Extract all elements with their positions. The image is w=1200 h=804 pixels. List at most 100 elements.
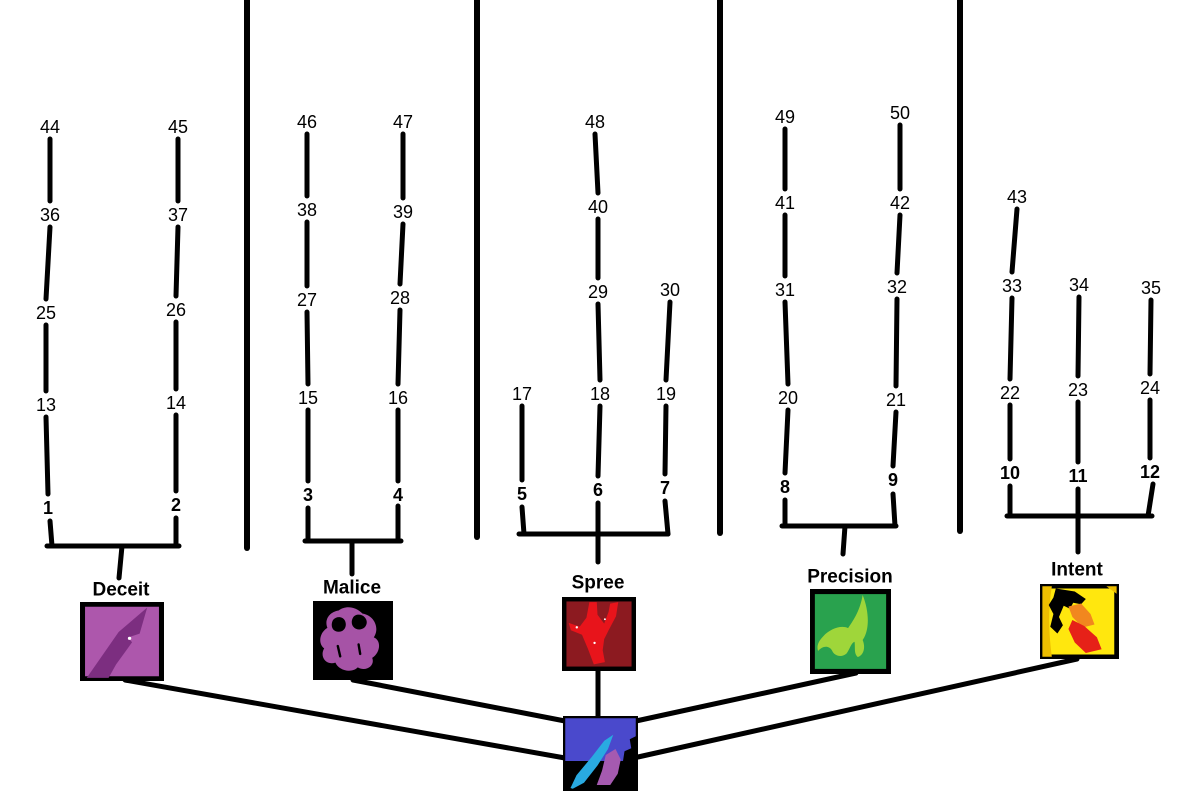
precision-bracket-trunk [840,523,848,557]
edge-18-6 [595,403,603,479]
intent-icon [1040,584,1119,659]
spree-icon-shape-3 [603,618,606,621]
node-42-label: 42 [890,193,910,213]
node-39-label: 39 [393,202,413,222]
spree-bracket-stem-1 [662,498,671,537]
node-9-label: 9 [888,470,898,490]
node-19-label: 19 [656,384,676,404]
edge-48-40 [592,131,601,196]
node-18-label: 18 [590,384,610,404]
node-32-label: 32 [887,277,907,297]
node-12-label: 12 [1140,462,1160,482]
malice-icon-shape-2 [357,643,362,656]
edge-13-1 [43,414,51,497]
edge-39-28 [397,221,406,287]
group-label-deceit: Deceit [92,580,150,601]
edge-43-33 [1009,206,1020,275]
spree-icon-shape-1 [575,626,578,629]
precision-icon [810,589,892,675]
intent-icon-shape-1 [1106,586,1117,594]
deceit-bracket-stem-0 [47,518,55,549]
node-6-label: 6 [593,480,603,500]
malice-icon-shape-1 [336,644,342,658]
spree-icon [562,597,637,672]
hub-icon-shape-2 [570,734,614,789]
node-30-label: 30 [660,280,680,300]
node-14-label: 14 [166,393,186,413]
node-50-label: 50 [890,103,910,123]
node-49-label: 49 [775,107,795,127]
node-43-label: 43 [1007,187,1027,207]
deceit-icon-shape-1 [127,636,132,640]
group-label-precision: Precision [807,567,893,588]
node-48-label: 48 [585,112,605,132]
node-1-label: 1 [43,498,53,518]
spree-icon-shape-0 [568,602,619,665]
node-26-label: 26 [166,300,186,320]
node-24-label: 24 [1140,378,1160,398]
node-3-label: 3 [303,485,313,505]
precision-icon-shape-0 [817,594,868,657]
intent-icon-shape-2 [1048,588,1086,634]
edge-34-23 [1075,294,1082,379]
hub-icon-shape-1 [596,749,621,785]
node-8-label: 8 [780,477,790,497]
node-7-label: 7 [660,478,670,498]
node-15-label: 15 [298,388,318,408]
link-malice-hub [350,677,568,724]
malice-icon [313,601,394,680]
edge-28-16 [395,307,403,387]
node-29-label: 29 [588,282,608,302]
node-2-label: 2 [171,495,181,515]
node-11-label: 11 [1068,466,1087,486]
node-45-label: 45 [168,117,188,137]
node-46-label: 46 [297,112,317,132]
link-intent-hub [635,656,1080,760]
node-47-label: 47 [393,112,413,132]
hub-icon-shape-0 [565,718,636,761]
group-label-spree: Spree [572,573,625,594]
node-22-label: 22 [1000,383,1020,403]
edge-20-8 [782,407,791,476]
edge-32-21 [893,296,900,389]
intent-icon-shape-4 [1068,603,1095,628]
edge-31-20 [782,299,791,387]
node-41-label: 41 [775,193,795,213]
hub-icon [563,716,638,791]
spree-icon-shape-2 [593,641,596,645]
node-17-label: 17 [512,384,532,404]
node-38-label: 38 [297,200,317,220]
node-34-label: 34 [1069,275,1089,295]
link-deceit-hub [122,677,568,761]
edge-37-26 [173,224,181,299]
deceit-bracket-trunk [116,543,125,581]
edge-42-32 [894,212,903,276]
node-44-label: 44 [40,117,60,137]
edge-30-19 [663,299,673,383]
link-precision-hub [633,670,859,724]
node-16-label: 16 [388,388,408,408]
node-5-label: 5 [517,484,527,504]
edge-21-9 [890,409,899,469]
node-33-label: 33 [1002,276,1022,296]
group-label-intent: Intent [1051,560,1103,581]
node-20-label: 20 [778,388,798,408]
node-31-label: 31 [775,280,795,300]
node-28-label: 28 [390,288,410,308]
edge-35-24 [1147,297,1154,377]
node-13-label: 13 [36,395,56,415]
node-40-label: 40 [588,197,608,217]
node-27-label: 27 [297,290,317,310]
node-21-label: 21 [886,390,906,410]
intent-icon-shape-5 [1068,620,1102,653]
precision-bracket-stem-1 [890,491,898,529]
node-10-label: 10 [1000,463,1020,483]
edge-36-25 [43,224,53,302]
node-4-label: 4 [393,485,403,505]
